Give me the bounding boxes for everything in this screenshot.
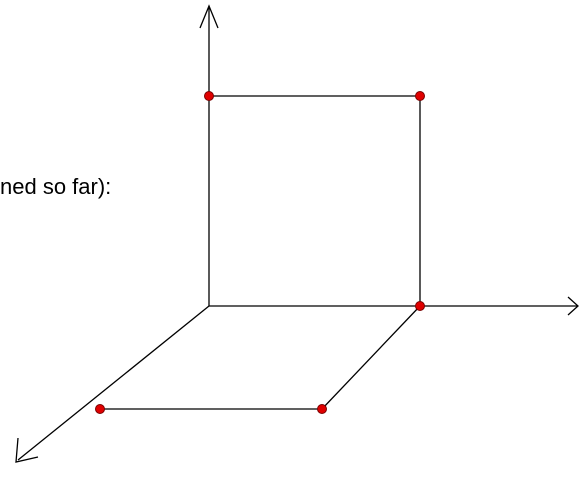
point-corner xyxy=(415,301,425,311)
point-bottom-right xyxy=(317,404,327,414)
depth-axis xyxy=(17,305,210,461)
horizontal-axis-arrowhead xyxy=(567,296,579,316)
point-top-right xyxy=(415,91,425,101)
point-top-left xyxy=(204,91,214,101)
caption-text: ned so far): xyxy=(0,174,112,199)
parallelogram-right-edge xyxy=(321,305,421,410)
point-bottom-left xyxy=(95,404,105,414)
vertical-axis-arrowhead xyxy=(199,4,219,29)
depth-axis-arrowhead xyxy=(15,437,39,463)
